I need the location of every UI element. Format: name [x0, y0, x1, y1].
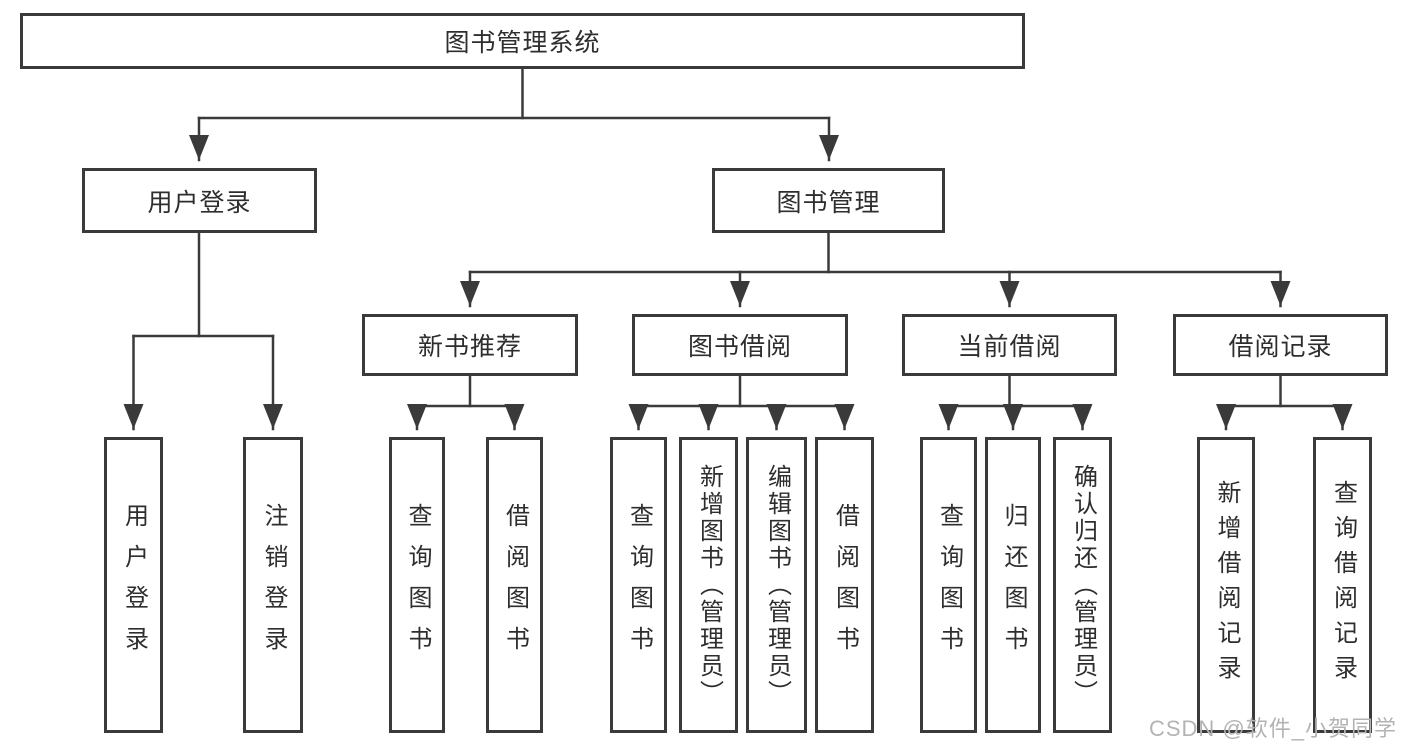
- leaf-label: 查询借阅记录: [1329, 480, 1357, 690]
- node-book-management: 图书管理: [712, 168, 945, 233]
- leaf-label: 用户登录: [120, 503, 148, 667]
- leaf-label: 查询图书: [625, 503, 653, 667]
- leaf-current-return-book: 归还图书: [985, 437, 1041, 733]
- leaf-borrow-borrow-book: 借阅图书: [815, 437, 874, 733]
- leaf-label: 借阅图书: [501, 503, 529, 667]
- node-label: 图书管理: [776, 188, 881, 217]
- node-current-borrow: 当前借阅: [902, 314, 1117, 376]
- leaf-label: 查询图书: [935, 503, 963, 667]
- leaf-borrow-edit-book-admin: 编辑图书（管理员）: [746, 437, 807, 733]
- csdn-watermark: CSDN @软件_小贺同学: [1148, 716, 1397, 741]
- leaf-label: 确认归还（管理员）: [1069, 463, 1097, 707]
- node-label: 用户登录: [147, 188, 252, 217]
- leaf-current-confirm-return-admin: 确认归还（管理员）: [1053, 437, 1112, 733]
- leaf-borrow-add-book-admin: 新增图书（管理员）: [679, 437, 738, 733]
- leaf-label: 查询图书: [404, 503, 431, 667]
- leaf-records-add-record: 新增借阅记录: [1197, 437, 1255, 733]
- node-user-login: 用户登录: [82, 168, 317, 233]
- leaf-recommend-borrow-book: 借阅图书: [486, 437, 543, 733]
- node-new-book-recommend: 新书推荐: [362, 314, 578, 376]
- leaf-records-query-record: 查询借阅记录: [1313, 437, 1372, 733]
- node-label: 图书借阅: [687, 333, 792, 361]
- leaf-user-login: 用户登录: [104, 437, 163, 733]
- leaf-label: 借阅图书: [831, 503, 859, 667]
- node-library-system: 图书管理系统: [20, 13, 1025, 69]
- leaf-label: 注销登录: [260, 503, 287, 667]
- leaf-label: 编辑图书（管理员）: [763, 463, 791, 707]
- leaf-recommend-query-book: 查询图书: [389, 437, 445, 733]
- leaf-logout: 注销登录: [243, 437, 303, 733]
- node-book-borrow: 图书借阅: [632, 314, 848, 376]
- node-label: 图书管理系统: [444, 29, 601, 57]
- leaf-label: 新增借阅记录: [1213, 480, 1240, 690]
- node-label: 借阅记录: [1228, 333, 1333, 361]
- leaf-current-query-book: 查询图书: [920, 437, 977, 733]
- leaf-label: 新增图书（管理员）: [695, 463, 723, 707]
- node-borrow-records: 借阅记录: [1173, 314, 1388, 376]
- node-label: 新书推荐: [417, 333, 522, 361]
- leaf-label: 归还图书: [1000, 503, 1027, 667]
- node-label: 当前借阅: [957, 333, 1062, 361]
- leaf-borrow-query-book: 查询图书: [610, 437, 667, 733]
